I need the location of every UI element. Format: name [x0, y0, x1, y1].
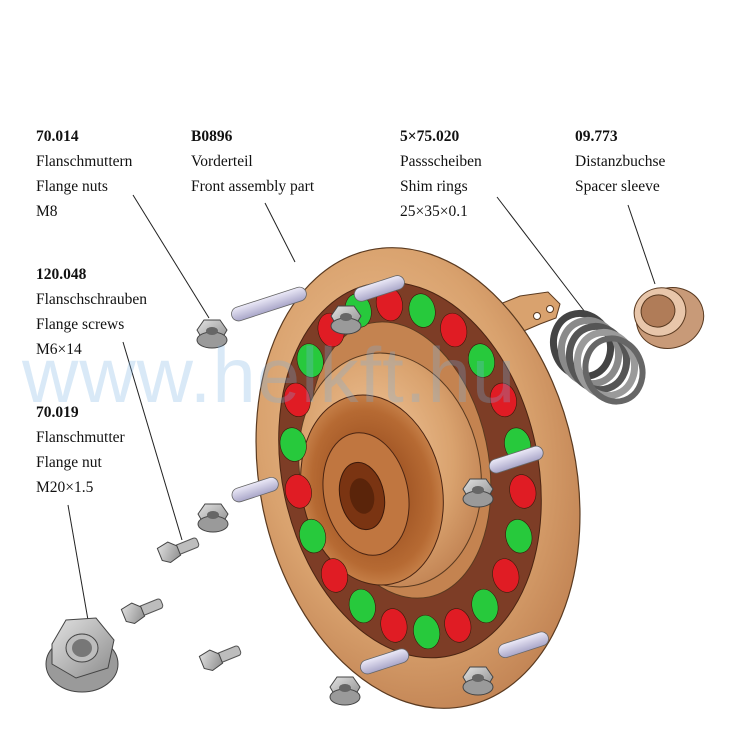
part-name-de: Flanschmutter: [36, 429, 125, 446]
leader-shim-rings: [496, 196, 589, 317]
part-name-de: Distanzbuchse: [575, 153, 666, 170]
leader-flange-nuts: [132, 194, 210, 319]
label-flange-nuts: 70.014 Flanschmuttern Flange nuts M8: [36, 124, 132, 224]
bearing-roller: [492, 558, 520, 593]
part-size: M20×1.5: [36, 479, 94, 496]
part-size: M8: [36, 203, 58, 220]
shim-rings: [550, 309, 646, 405]
flange-nut-m8: [462, 666, 494, 696]
part-size: 25×35×0.1: [400, 203, 468, 220]
flange-nut-m20: [45, 617, 119, 693]
bearing-roller: [348, 588, 376, 624]
leader-front-assembly: [264, 202, 296, 263]
spacer-sleeve: [633, 287, 705, 349]
flange-screws: [120, 537, 242, 672]
part-code: 70.014: [36, 128, 79, 145]
stud: [231, 286, 307, 322]
bearing-elements: [279, 286, 537, 650]
flange-nuts: [196, 305, 494, 706]
leader-flange-nut: [67, 504, 89, 621]
label-flange-screws: 120.048 Flanschschrauben Flange screws M…: [36, 262, 147, 362]
part-code: 5×75.020: [400, 128, 460, 145]
leader-spacer-sleeve: [627, 204, 656, 285]
bearing-roller: [321, 558, 348, 593]
part-name-en: Shim rings: [400, 178, 468, 195]
flange-screw-m6: [120, 598, 164, 625]
stud: [231, 476, 279, 503]
stud: [360, 648, 410, 675]
bearing-roller: [505, 519, 533, 554]
bearing-roller: [468, 343, 495, 378]
stud: [497, 631, 549, 659]
stud: [353, 275, 405, 302]
stud: [488, 445, 544, 474]
bearing-roller: [440, 312, 468, 348]
label-flange-nut: 70.019 Flanschmutter Flange nut M20×1.5: [36, 400, 125, 500]
bearing-roller: [444, 608, 472, 643]
flange-nut-m8: [329, 676, 361, 706]
flange-nut-m8: [196, 319, 228, 349]
part-name-en: Flange nut: [36, 454, 102, 471]
bearing-roller: [284, 474, 312, 509]
part-code: 120.048: [36, 266, 87, 283]
flange-screw-m6: [198, 645, 242, 672]
bearing-roller: [509, 474, 537, 509]
part-name-en: Flange nuts: [36, 178, 108, 195]
part-size: M6×14: [36, 341, 82, 358]
label-spacer-sleeve: 09.773 Distanzbuchse Spacer sleeve: [575, 124, 665, 199]
bearing-roller: [489, 382, 517, 418]
front-assembly-part: [255, 247, 581, 709]
part-name-de: Flanschschrauben: [36, 291, 148, 308]
bearing-roller: [283, 382, 311, 417]
flange-studs: [231, 275, 549, 675]
flange-nut-m8: [197, 503, 229, 533]
part-code: 70.019: [36, 404, 79, 421]
part-name-de: Vorderteil: [191, 153, 253, 170]
flange-nut-m8: [330, 305, 362, 335]
part-name-en: Flange screws: [36, 316, 125, 333]
flange-screw-m6: [156, 537, 200, 564]
part-code: 09.773: [575, 128, 618, 145]
part-code: B0896: [191, 128, 233, 145]
leader-lines: [67, 194, 656, 621]
bearing-roller: [413, 614, 441, 650]
leader-flange-screws: [122, 341, 183, 541]
part-name-de: Passscheiben: [400, 153, 482, 170]
bearing-roller: [299, 518, 327, 554]
bearing-roller: [471, 588, 499, 624]
bearing-roller: [296, 343, 324, 378]
label-front-assembly: B0896 Vorderteil Front assembly part: [191, 124, 314, 199]
label-shim-rings: 5×75.020 Passscheiben Shim rings 25×35×0…: [400, 124, 482, 224]
bearing-roller: [408, 293, 436, 328]
bearing-roller: [279, 427, 307, 462]
bearing-roller: [380, 608, 408, 643]
part-name-en: Front assembly part: [191, 178, 315, 195]
flange-nut-m8: [462, 478, 494, 508]
part-name-de: Flanschmuttern: [36, 153, 133, 170]
part-name-en: Spacer sleeve: [575, 178, 660, 195]
